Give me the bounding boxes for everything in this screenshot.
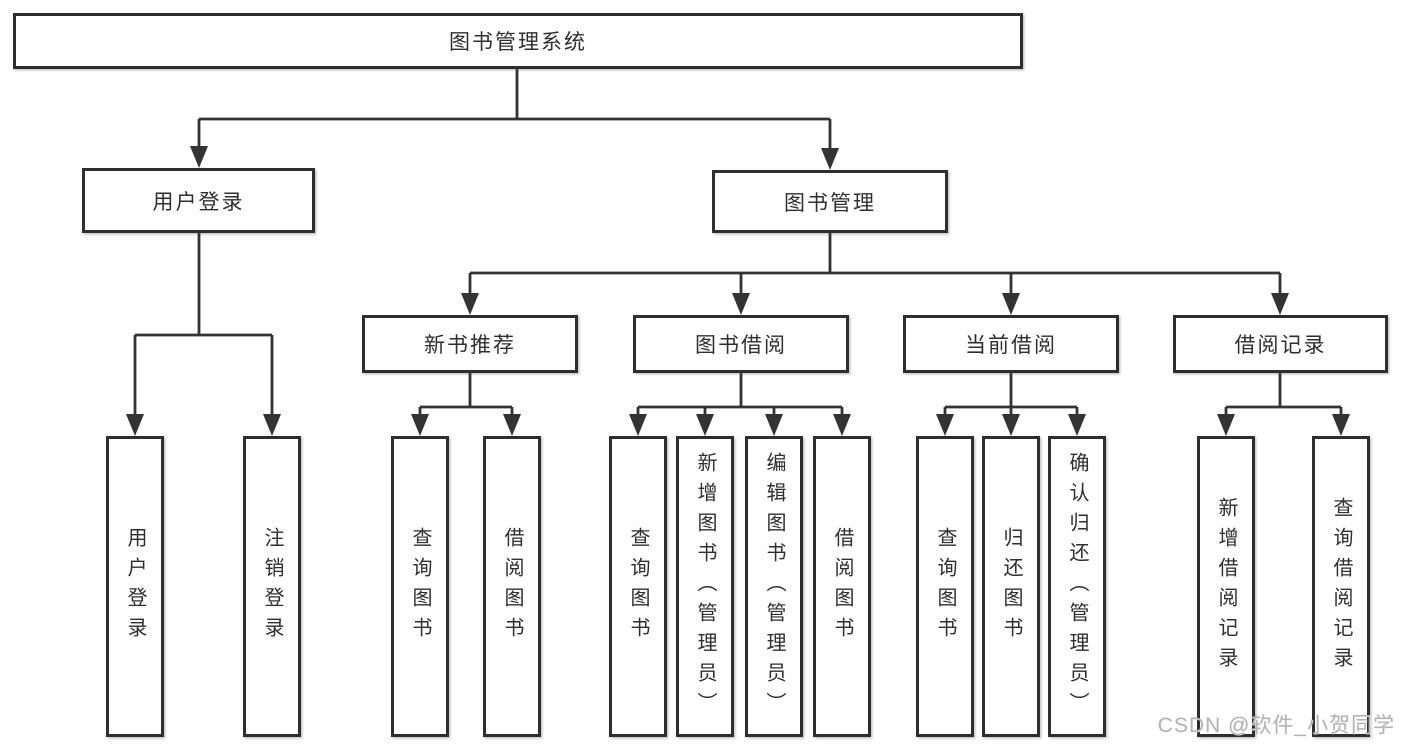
leaf-label: 归还图书: [1000, 526, 1022, 647]
leaf-query-book-recommend: 查询图书: [391, 436, 449, 737]
arrowhead-icon: [629, 414, 647, 436]
leaf-query-borrow-record: 查询借阅记录: [1312, 436, 1370, 737]
arrowhead-icon: [833, 414, 851, 436]
leaf-label: 编辑图书（管理员）: [763, 451, 785, 722]
arrowhead-icon: [732, 293, 750, 315]
leaf-label: 借阅图书: [831, 526, 853, 647]
node-current-borrow: 当前借阅: [903, 315, 1119, 373]
csdn-watermark: CSDN @软件_小贺同学: [1157, 714, 1395, 737]
arrowhead-icon: [821, 148, 839, 170]
leaf-borrow-book: 借阅图书: [813, 436, 871, 737]
leaf-add-book-admin: 新增图书（管理员）: [676, 436, 734, 737]
arrowhead-icon: [1002, 414, 1020, 436]
node-label: 图书借阅: [695, 334, 787, 357]
arrowhead-icon: [1332, 414, 1350, 436]
arrowhead-icon: [190, 146, 208, 168]
leaf-label: 确认归还（管理员）: [1066, 451, 1088, 722]
arrowhead-icon: [263, 414, 281, 436]
leaf-query-book-borrow: 查询图书: [609, 436, 667, 737]
arrowhead-icon: [126, 414, 144, 436]
node-label: 当前借阅: [965, 334, 1057, 357]
arrowhead-icon: [1002, 293, 1020, 315]
arrowhead-icon: [503, 414, 521, 436]
leaf-label: 查询借阅记录: [1330, 496, 1352, 677]
node-borrow-record: 借阅记录: [1173, 315, 1388, 373]
leaf-borrow-book-recommend: 借阅图书: [483, 436, 541, 737]
arrowhead-icon: [1271, 293, 1289, 315]
leaf-add-borrow-record: 新增借阅记录: [1197, 436, 1255, 737]
arrowhead-icon: [696, 414, 714, 436]
leaf-label: 用户登录: [124, 526, 146, 647]
leaf-edit-book-admin: 编辑图书（管理员）: [745, 436, 803, 737]
node-label: 图书管理: [784, 191, 876, 215]
arrowhead-icon: [1217, 414, 1235, 436]
leaf-user-login: 用户登录: [106, 436, 164, 737]
arrowhead-icon: [411, 414, 429, 436]
leaf-label: 新增图书（管理员）: [694, 451, 716, 722]
leaf-label: 查询图书: [409, 526, 431, 647]
node-label: 图书管理系统: [449, 31, 587, 54]
leaf-logout: 注销登录: [243, 436, 301, 737]
leaf-label: 查询图书: [627, 526, 649, 647]
node-root-library-system: 图书管理系统: [13, 13, 1023, 69]
leaf-return-book: 归还图书: [982, 436, 1040, 737]
leaf-query-book-current: 查询图书: [916, 436, 974, 737]
node-label: 用户登录: [152, 190, 245, 214]
leaf-confirm-return-admin: 确认归还（管理员）: [1048, 436, 1106, 737]
arrowhead-icon: [1068, 414, 1086, 436]
leaf-label: 查询图书: [934, 526, 956, 647]
node-user-login: 用户登录: [82, 168, 315, 233]
arrowhead-icon: [936, 414, 954, 436]
node-new-book-recommend: 新书推荐: [362, 315, 578, 373]
leaf-label: 注销登录: [261, 526, 283, 647]
node-label: 借阅记录: [1234, 334, 1327, 357]
node-book-borrow: 图书借阅: [633, 315, 849, 373]
arrowhead-icon: [461, 293, 479, 315]
leaf-label: 借阅图书: [501, 526, 523, 647]
node-book-management: 图书管理: [712, 170, 948, 233]
leaf-label: 新增借阅记录: [1215, 496, 1237, 677]
arrowhead-icon: [765, 414, 783, 436]
node-label: 新书推荐: [424, 334, 516, 357]
